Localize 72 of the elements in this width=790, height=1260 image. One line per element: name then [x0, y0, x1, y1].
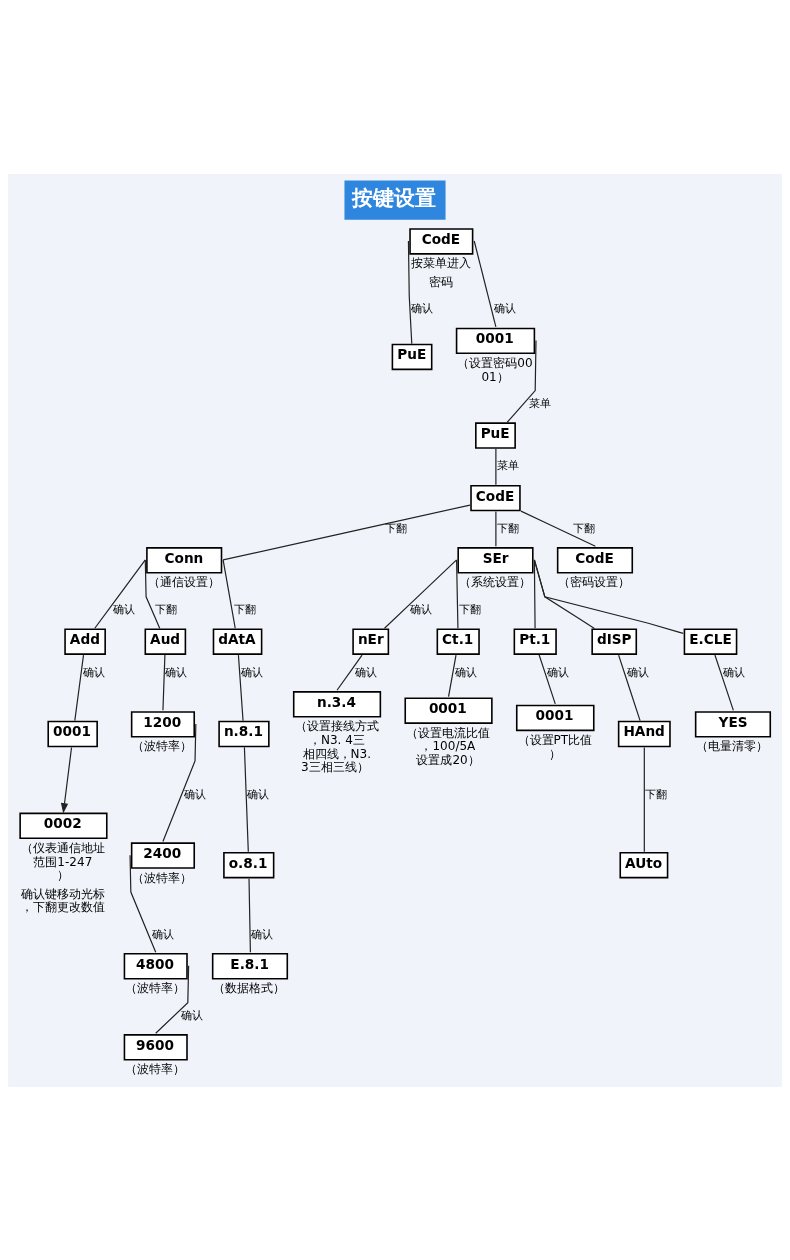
node-label: 确认键移动光标，下翻更改数值	[20, 886, 105, 914]
edge-label: 确认	[82, 665, 105, 679]
connector	[520, 510, 596, 547]
connector	[74, 654, 85, 721]
node-label: （波特率）	[125, 1061, 186, 1076]
node-label: （密码设置）	[558, 574, 631, 589]
connector	[243, 746, 249, 852]
connector	[162, 653, 166, 711]
connector	[473, 239, 497, 327]
diagram-title: 按键设置	[352, 185, 437, 210]
edge-label: 确认	[181, 1008, 204, 1022]
node-label: 按菜单进入	[410, 255, 471, 270]
edge-label: 下翻	[572, 521, 595, 535]
connector	[237, 654, 244, 721]
edge-label: 确认	[494, 301, 517, 315]
connector	[144, 558, 161, 629]
connector	[538, 653, 556, 704]
edge-label: 确认	[241, 665, 264, 679]
node-label: （设置PT比值）	[517, 732, 593, 761]
edge-label: 下翻	[154, 602, 177, 616]
connector	[495, 510, 497, 547]
edge-label: 确认	[113, 602, 136, 616]
edge-label: 确认	[627, 665, 650, 679]
node-label: （通信设置）	[147, 574, 220, 589]
edge-label: 确认	[409, 602, 432, 616]
node-label: （波特率）	[125, 980, 186, 995]
edge-label: 确认	[165, 665, 188, 679]
connector	[162, 722, 197, 842]
connector	[94, 558, 146, 629]
edge-label: 菜单	[496, 458, 519, 472]
connector	[643, 746, 645, 852]
arrow	[60, 746, 73, 814]
edge-label: 菜单	[529, 396, 552, 410]
connector	[506, 339, 537, 423]
edge-label: 确认	[184, 787, 207, 801]
edge-label: 下翻	[234, 602, 257, 616]
node-label: （电量清零）	[696, 738, 769, 753]
connector	[618, 654, 641, 721]
connector	[336, 654, 363, 691]
edge-label: 确认	[722, 665, 745, 679]
edge-label: 下翻	[496, 521, 519, 535]
connector	[222, 558, 236, 629]
node-label: （波特率）	[132, 870, 193, 885]
connector	[455, 558, 459, 629]
edge-label: 下翻	[385, 521, 407, 535]
node-label: （仪表通信地址范围1-247）	[20, 840, 105, 882]
edge-label: 确认	[454, 665, 477, 679]
connector	[129, 854, 157, 953]
connector	[533, 558, 684, 634]
edge-label: 确认	[354, 665, 377, 679]
node-label: （设置密码0001）	[457, 355, 533, 384]
edge-label: 下翻	[644, 787, 667, 801]
node-label: （波特率）	[132, 738, 193, 753]
edge-label: 确认	[247, 787, 270, 801]
connector	[495, 447, 497, 485]
connector	[383, 558, 458, 629]
node-label: （设置电流比值，100/5A设置成20）	[406, 725, 491, 767]
edge-label: 确认	[151, 927, 174, 941]
node-label: 密码	[428, 274, 453, 289]
connector	[714, 653, 734, 711]
edge-label: 下翻	[458, 602, 481, 616]
node-label: （数据格式）	[213, 980, 286, 995]
edge-label: 确认	[547, 665, 570, 679]
connector	[248, 877, 251, 953]
connector	[447, 654, 457, 697]
edge-label: 确认	[251, 927, 274, 941]
connector	[222, 503, 471, 560]
connector	[155, 964, 190, 1034]
connector	[407, 239, 413, 344]
node-label: （设置接线方式，N3. 4三相四线，N3. 3三相三线）	[294, 718, 379, 774]
node-label: （系统设置）	[458, 574, 531, 589]
edge-label: 确认	[411, 301, 434, 315]
